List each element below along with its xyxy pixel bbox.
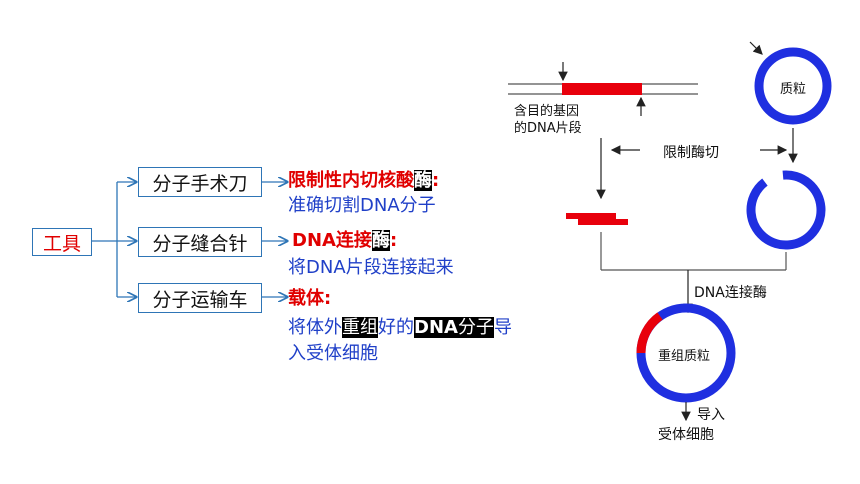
tool-box-scalpel: 分子手术刀	[138, 167, 262, 197]
target-gene-segment	[562, 83, 642, 95]
title-colon-needle: :	[389, 230, 398, 251]
desc-part-5-highlight: 分子	[457, 317, 494, 338]
tool-name-needle: 分子缝合针	[152, 232, 248, 255]
title-text-scalpel: 限制性内切核酸	[288, 170, 414, 191]
dna-fragment-label-line1: 含目的基因	[514, 104, 580, 119]
tool-desc-vehicle-line1: 将体外重组好的DNA分子导	[288, 316, 512, 340]
title-highlight-needle: 酶	[371, 230, 390, 251]
tool-title-scalpel: 限制性内切核酸酶:	[288, 169, 439, 193]
desc-part-2-highlight: 重组	[342, 317, 378, 338]
tool-name-scalpel: 分子手术刀	[152, 172, 248, 195]
tools-root-label: 工具	[42, 232, 81, 255]
title-text-needle: DNA连接	[292, 230, 372, 251]
import-label: 导入	[697, 407, 725, 423]
recipient-cell-label: 受体细胞	[658, 427, 714, 443]
tool-title-needle: DNA连接酶:	[292, 229, 397, 253]
dna-fragment-label-line2: 的DNA片段	[514, 121, 582, 136]
title-text-vehicle: 载体	[288, 288, 324, 309]
tool-desc-needle: 将DNA片段连接起来	[288, 257, 454, 278]
inserted-gene-arc	[636, 312, 663, 354]
tools-root-box: 工具	[32, 228, 92, 256]
desc-part-4-highlight: DNA	[414, 317, 458, 338]
tool-desc-vehicle-line2: 入受体细胞	[288, 343, 378, 364]
plasmid-label: 质粒	[780, 82, 807, 97]
cut-fragment-bottom	[578, 219, 628, 225]
tool-box-needle: 分子缝合针	[138, 227, 262, 257]
cut-fragment-top	[566, 213, 616, 219]
title-colon-scalpel: :	[432, 170, 440, 191]
tool-title-vehicle: 载体:	[288, 287, 331, 311]
title-highlight-scalpel: 酶	[414, 170, 432, 191]
opened-plasmid-ring	[746, 170, 826, 250]
title-colon-vehicle: :	[324, 288, 332, 309]
desc-part-6: 导	[493, 317, 512, 338]
tool-name-vehicle: 分子运输车	[152, 288, 248, 311]
desc-part-3: 好的	[378, 317, 414, 338]
restriction-cut-label: 限制酶切	[663, 145, 719, 161]
recombinant-plasmid-label: 重组质粒	[658, 349, 711, 364]
plasmid-ring	[754, 47, 832, 125]
ligase-label: DNA连接酶	[694, 285, 767, 301]
tool-box-vehicle: 分子运输车	[138, 283, 262, 313]
desc-part-1: 将体外	[288, 317, 342, 338]
tool-desc-scalpel: 准确切割DNA分子	[288, 195, 436, 216]
